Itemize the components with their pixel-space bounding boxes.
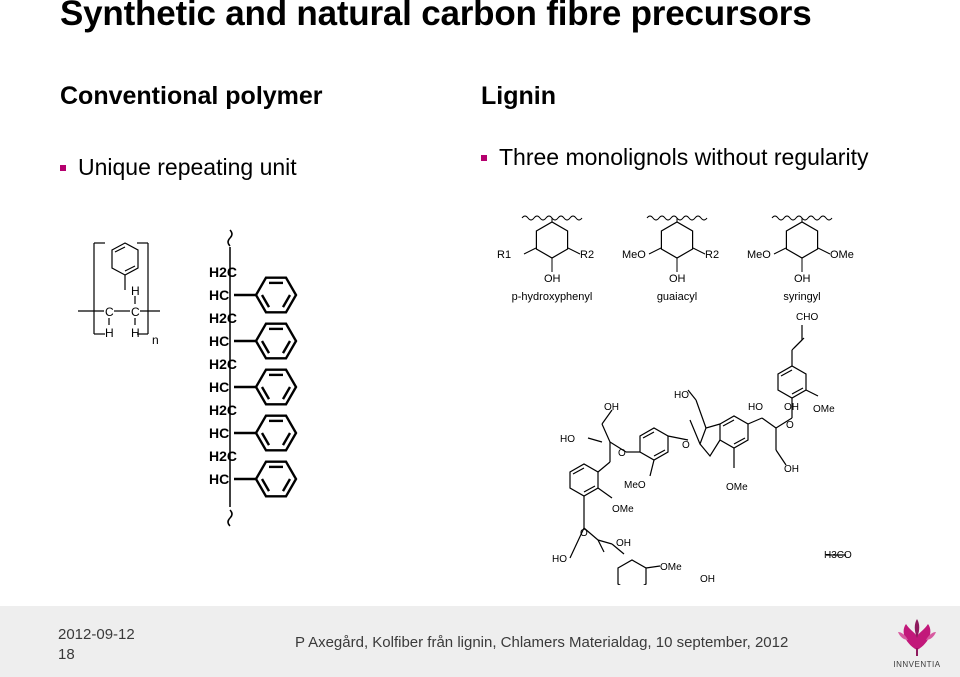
footer-citation: P Axegård, Kolfiber från lignin, Chlamer… xyxy=(295,634,789,651)
aromatic-ring xyxy=(535,221,569,259)
square-bullet-icon xyxy=(60,164,66,171)
lignin-label: O xyxy=(618,448,626,459)
repeat-unit-h-bottom-left: H xyxy=(105,326,114,340)
monolignol-oh: OH xyxy=(794,273,811,285)
lignin-label: H3CO xyxy=(824,550,852,561)
bond xyxy=(523,247,537,255)
double-bond xyxy=(281,340,292,354)
monolignol-left-substituent: MeO xyxy=(747,249,771,261)
lignin-label: OH xyxy=(784,464,799,475)
slide-title: Synthetic and natural carbon fibre precu… xyxy=(60,0,812,33)
lignin-label: O xyxy=(580,528,588,539)
bond xyxy=(773,247,787,255)
lignin-label: OH xyxy=(700,574,715,585)
left-bullet: Unique repeating unit xyxy=(60,154,297,181)
page-number: 18 xyxy=(58,646,75,663)
double-bond xyxy=(260,478,271,492)
double-bond xyxy=(260,294,271,308)
lignin-label: OH xyxy=(616,538,631,549)
repeat-unit-c1: C xyxy=(105,305,114,319)
aromatic-ring xyxy=(785,221,819,259)
polymer-chain-structure: H2C HC H2C HC H2C HC H2C HC H2C HC xyxy=(209,229,298,527)
lignin-label: OMe xyxy=(660,562,682,573)
lignin-label: HO xyxy=(674,390,689,401)
footer-date: 2012-09-12 xyxy=(58,626,135,643)
bond xyxy=(692,247,706,255)
chain-label: H2C xyxy=(209,402,237,418)
chain-label: HC xyxy=(209,425,229,441)
lignin-label: HO xyxy=(560,434,575,445)
monolignol-left-substituent: R1 xyxy=(497,249,511,261)
chain-label: H2C xyxy=(209,264,237,280)
chain-label: HC xyxy=(209,333,229,349)
double-bond xyxy=(281,478,292,492)
lignin-label: CHO xyxy=(796,312,818,323)
chain-label: H2C xyxy=(209,310,237,326)
monolignol-right-substituent: OMe xyxy=(830,249,854,261)
chain-label: H2C xyxy=(209,448,237,464)
monolignol-name: syringyl xyxy=(783,291,820,303)
double-bond xyxy=(281,294,292,308)
logo-text: INNVENTIA xyxy=(893,660,941,669)
repeat-unit-h-bottom-right: H xyxy=(131,326,140,340)
innventia-flower-logo-icon xyxy=(898,619,936,656)
monolignol-oh: OH xyxy=(544,273,561,285)
lignin-label: HO xyxy=(748,402,763,413)
monolignol-right-substituent: R2 xyxy=(705,249,719,261)
lignin-label: OH xyxy=(604,402,619,413)
chain-label: HC xyxy=(209,471,229,487)
double-bond xyxy=(260,386,271,400)
chain-label: H2C xyxy=(209,356,237,372)
double-bond xyxy=(260,432,271,446)
right-bullet: Three monolignols without regularity xyxy=(481,144,868,171)
footer: 2012-09-12 18 P Axegård, Kolfiber från l… xyxy=(0,606,960,677)
repeat-unit-n: n xyxy=(152,333,159,347)
square-bullet-icon xyxy=(481,154,487,161)
monolignol-name: p-hydroxyphenyl xyxy=(512,291,593,303)
lignin-label: OMe xyxy=(726,482,748,493)
lignin-structure: CHO OH HO HO OH OMe HO O O O MeO OMe OH … xyxy=(552,312,852,585)
repeat-unit-c2: C xyxy=(131,305,140,319)
right-column-heading: Lignin xyxy=(481,82,556,110)
lignin-label: OMe xyxy=(612,504,634,515)
chain-label: HC xyxy=(209,287,229,303)
bond xyxy=(817,247,831,255)
left-bullet-text: Unique repeating unit xyxy=(78,154,297,180)
lignin-label: O xyxy=(682,440,690,451)
monolignol-name: guaiacyl xyxy=(657,291,697,303)
innventia-logo: INNVENTIA xyxy=(892,618,942,672)
lignin-label: OMe xyxy=(813,404,835,415)
aromatic-ring xyxy=(660,221,694,259)
monolignol-left-substituent: MeO xyxy=(622,249,646,261)
monolignol-oh: OH xyxy=(669,273,686,285)
double-bond xyxy=(281,386,292,400)
repeat-unit-h-top: H xyxy=(131,284,140,298)
bond xyxy=(648,247,662,255)
chain-label: HC xyxy=(209,379,229,395)
double-bond xyxy=(260,340,271,354)
repeat-unit-structure: C C H H H n xyxy=(78,242,160,347)
lignin-label: OH xyxy=(784,402,799,413)
double-bond xyxy=(281,432,292,446)
right-bullet-text: Three monolignols without regularity xyxy=(499,144,869,170)
lignin-label: MeO xyxy=(624,480,646,491)
lignin-label: O xyxy=(786,420,794,431)
monolignol-right-substituent: R2 xyxy=(580,249,594,261)
bond xyxy=(567,247,581,255)
left-column-heading: Conventional polymer xyxy=(60,82,323,110)
lignin-label: HO xyxy=(552,554,567,565)
